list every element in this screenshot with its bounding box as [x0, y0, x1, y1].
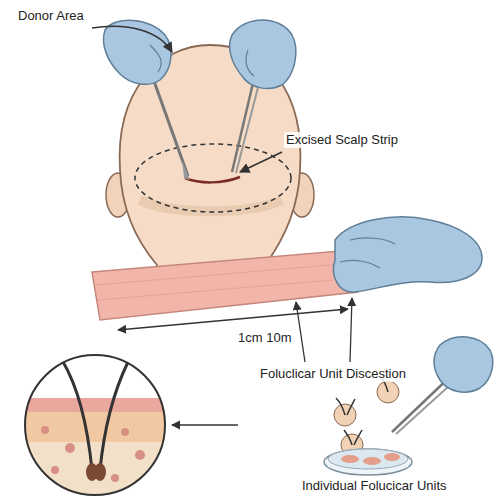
dimension-label: 1cm 10m — [236, 330, 293, 346]
donor-area-label: Donor Area — [16, 8, 86, 24]
units-label: Individual Folucicar Units — [300, 478, 449, 494]
strip-label: Excised Scalp Strip — [284, 132, 400, 148]
dissection-label: Foluclicar Unit Discestion — [258, 366, 408, 382]
